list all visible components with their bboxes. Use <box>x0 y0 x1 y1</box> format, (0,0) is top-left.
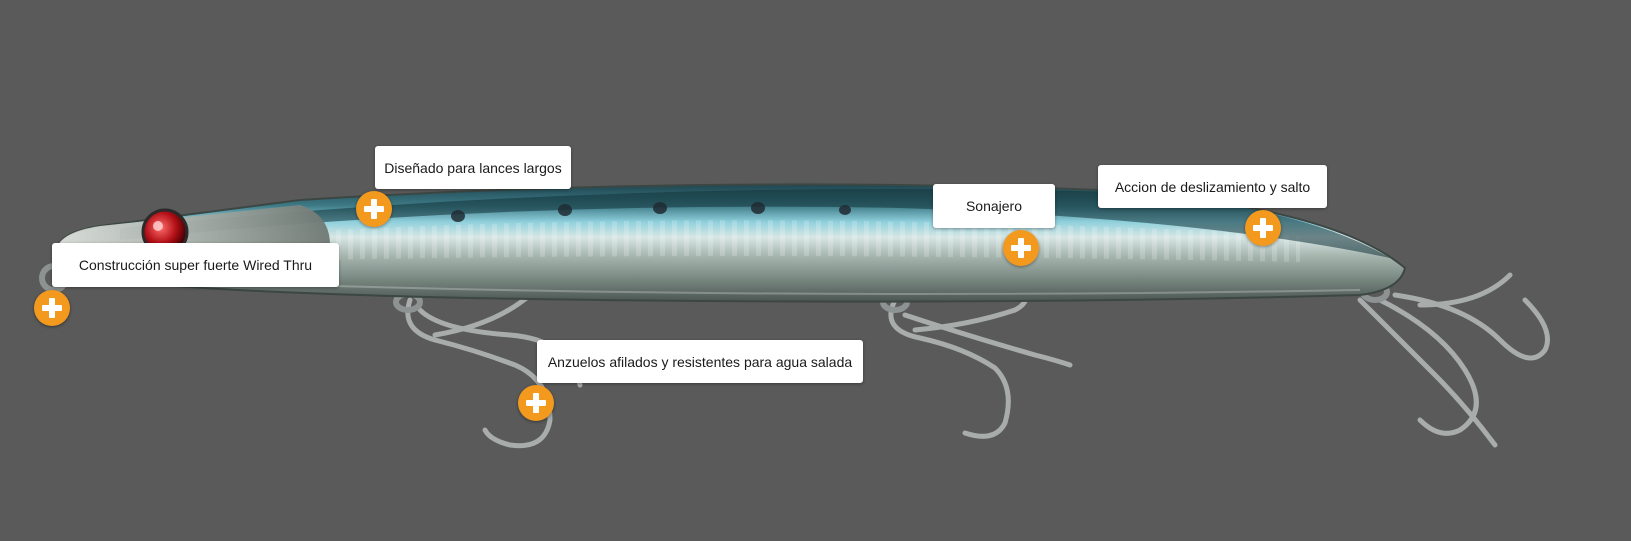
feature-label-hooks: Anzuelos afilados y resistentes para agu… <box>537 340 863 383</box>
feature-label-wired-thru: Construcción super fuerte Wired Thru <box>52 243 339 287</box>
plus-circle-icon[interactable] <box>1245 210 1281 246</box>
plus-circle-icon[interactable] <box>34 290 70 326</box>
plus-circle-icon[interactable] <box>1003 230 1039 266</box>
feature-label-glide: Accion de deslizamiento y salto <box>1098 165 1327 208</box>
plus-circle-icon[interactable] <box>356 191 392 227</box>
feature-label-long-cast: Diseñado para lances largos <box>375 146 571 189</box>
plus-circle-icon[interactable] <box>518 385 554 421</box>
feature-label-rattle: Sonajero <box>933 184 1055 228</box>
